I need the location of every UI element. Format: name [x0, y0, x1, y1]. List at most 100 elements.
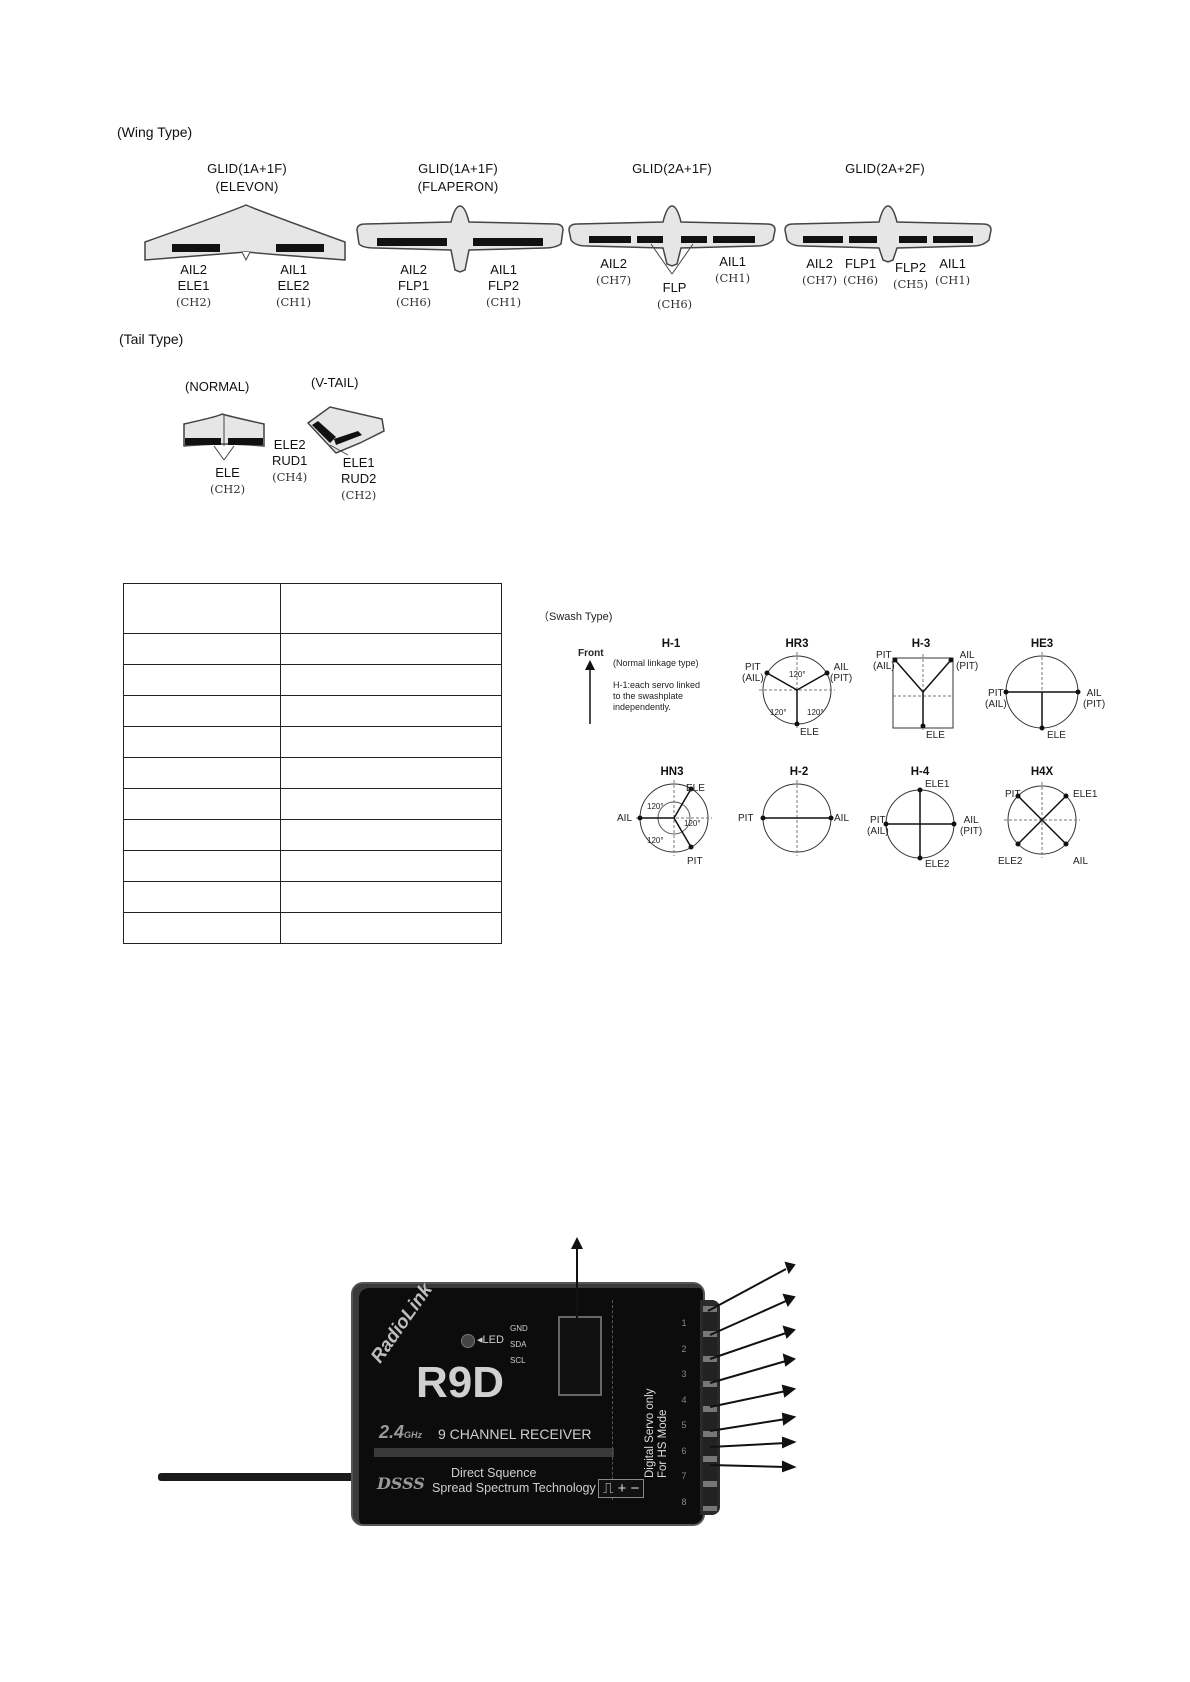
he3-title: HE3	[1002, 638, 1082, 650]
he3-ail: AIL(PIT)	[1083, 688, 1105, 710]
h2-diagram	[757, 778, 837, 858]
h4x-ele1: ELE1	[1073, 789, 1097, 800]
table-row	[124, 851, 502, 882]
table-row	[124, 758, 502, 789]
h4x-ele2: ELE2	[998, 856, 1022, 867]
hn3-title: HN3	[632, 766, 712, 778]
h1-title: H-1	[631, 638, 711, 650]
wing1-right-label: AIL1 ELE2 (CH1)	[276, 262, 311, 310]
pin-scl: SCL	[510, 1356, 526, 1365]
wing4-flp1-label: FLP1 (CH6)	[843, 256, 878, 288]
wing2-left-label: AIL2 FLP1 (CH6)	[396, 262, 431, 310]
h4-ail: AIL(PIT)	[960, 815, 982, 837]
h3-pit: PIT(AIL)	[873, 650, 895, 672]
table-row	[124, 789, 502, 820]
h1-note-3: to the swashplate	[613, 691, 683, 702]
front-label: Front	[578, 648, 604, 659]
channel-arrows	[708, 1263, 794, 1471]
wing-flaperon-title: GLID(1A+1F) (FLAPERON)	[358, 160, 558, 196]
hr3-angle-top: 120°	[789, 669, 806, 680]
wing-subtitle: (FLAPERON)	[358, 178, 558, 196]
table-row	[124, 584, 502, 634]
hr3-pit: PIT(AIL)	[742, 662, 764, 684]
receiver-band: 2.4GHz	[379, 1422, 422, 1443]
antenna-wire	[158, 1473, 358, 1481]
table-row	[124, 696, 502, 727]
table-row	[124, 727, 502, 758]
hr3-ele: ELE	[800, 727, 819, 738]
h4x-pit: PIT	[1005, 789, 1021, 800]
hr3-ail: AIL(PIT)	[830, 662, 852, 684]
wing-title: GLID(1A+1F)	[147, 160, 347, 178]
channel-number: 8	[677, 1490, 691, 1516]
hn3-ail: AIL	[617, 813, 632, 824]
table-row	[124, 882, 502, 913]
led-text: LED	[483, 1334, 504, 1346]
h3-title: H-3	[881, 638, 961, 650]
led-icon	[461, 1334, 475, 1348]
h4x-ail: AIL	[1073, 856, 1088, 867]
hn3-angle-bottom: 120°	[647, 835, 664, 846]
h3-diagram	[891, 652, 955, 732]
wing-title: GLID(2A+1F)	[572, 160, 772, 178]
flaperon-wing-drawing	[355, 200, 565, 275]
vtail-left-label: ELE2 RUD1 (CH4)	[272, 437, 307, 485]
hr3-diagram	[757, 650, 837, 730]
vtail-right-label: ELE1 RUD2 (CH2)	[341, 455, 376, 503]
pin-sda: SDA	[510, 1340, 526, 1349]
swash-type-heading: （Swash Type)	[538, 612, 612, 623]
wing-2a2f-title: GLID(2A+2F)	[785, 160, 985, 178]
antenna-up-arrow	[571, 1237, 583, 1335]
h1-note-1: (Normal linkage type)	[613, 658, 699, 669]
h4-ele1: ELE1	[925, 779, 949, 790]
h2-ail: AIL	[834, 813, 849, 824]
h4-pit: PIT(AIL)	[867, 815, 889, 837]
h4-title: H-4	[880, 766, 960, 778]
hn3-angle-top: 120°	[647, 801, 664, 812]
receiver-band-unit: GHz	[404, 1430, 422, 1440]
h4-ele2: ELE2	[925, 859, 949, 870]
hn3-ele: ELE	[686, 783, 705, 794]
tail-type-heading: (Tail Type)	[119, 331, 183, 347]
wing-title: GLID(2A+2F)	[785, 160, 985, 178]
hr3-angle-left: 120°	[770, 707, 787, 718]
h2-title: H-2	[759, 766, 839, 778]
table-row	[124, 634, 502, 665]
wing3-mid-label: FLP (CH6)	[657, 280, 692, 312]
receiver-model: R9D	[416, 1358, 504, 1408]
wing4-flp2-label: FLP2 (CH5)	[893, 260, 928, 292]
wing-type-heading: (Wing Type)	[117, 124, 192, 140]
hn3-pit: PIT	[687, 856, 703, 867]
he3-ele: ELE	[1047, 730, 1066, 741]
wing3-left-label: AIL2 (CH7)	[596, 256, 631, 288]
tail-normal-label: ELE (CH2)	[210, 465, 245, 497]
he3-pit: PIT(AIL)	[985, 688, 1007, 710]
receiver-tech-line2: Spread Spectrum Technology	[432, 1481, 596, 1495]
table-row	[124, 820, 502, 851]
table-row	[124, 913, 502, 944]
wing4-ail1-label: AIL1 (CH1)	[935, 256, 970, 288]
wing2-right-label: AIL1 FLP2 (CH1)	[486, 262, 521, 310]
wing-elevon-title: GLID(1A+1F) (ELEVON)	[147, 160, 347, 196]
front-arrow	[584, 660, 596, 726]
hn3-angle-right: 120°	[684, 818, 701, 829]
table-row	[124, 665, 502, 696]
wing1-left-label: AIL2 ELE1 (CH2)	[176, 262, 211, 310]
receiver-tech-abbr: DSSS	[377, 1474, 425, 1493]
he3-diagram	[1000, 650, 1084, 734]
hr3-title: HR3	[757, 638, 837, 650]
receiver-tech-line1: Direct Squence	[451, 1466, 536, 1480]
empty-table	[123, 583, 502, 944]
empty-table-body	[124, 584, 502, 944]
wing-2a1f-title: GLID(2A+1F)	[572, 160, 772, 178]
h1-note-2: H-1:each servo linked	[613, 680, 700, 691]
wing-subtitle: (ELEVON)	[147, 178, 347, 196]
wing-title: GLID(1A+1F)	[358, 160, 558, 178]
pin-gnd: GND	[510, 1324, 528, 1333]
h3-ele: ELE	[926, 730, 945, 741]
receiver-band-value: 2.4	[379, 1422, 404, 1442]
elevon-wing-drawing	[140, 200, 350, 270]
wing3-right-label: AIL1 (CH1)	[715, 254, 750, 286]
h2-pit: PIT	[738, 813, 754, 824]
h4x-title: H4X	[1002, 766, 1082, 778]
